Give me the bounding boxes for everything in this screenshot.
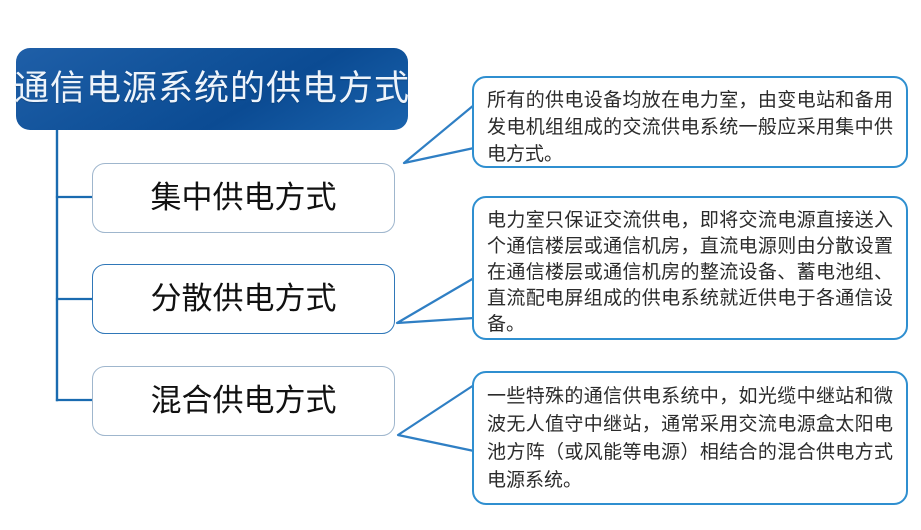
callout-text: 电力室只保证交流供电，即将交流电源直接送入个通信楼层或通信机房，直流电源则由分散… — [487, 209, 893, 335]
root-node[interactable]: 通信电源系统的供电方式 — [14, 48, 411, 130]
branch-node-label: 混合供电方式 — [150, 382, 337, 419]
branch-node-hybrid[interactable]: 混合供电方式 — [92, 366, 395, 436]
branch-node-label: 分散供电方式 — [150, 280, 337, 317]
branch-node-centralized[interactable]: 集中供电方式 — [92, 163, 395, 233]
callout-distributed: 电力室只保证交流供电，即将交流电源直接送入个通信楼层或通信机房，直流电源则由分散… — [472, 196, 908, 340]
callout-tail-2 — [395, 276, 476, 325]
callout-tail-3 — [396, 383, 476, 453]
callout-centralized: 所有的供电设备均放在电力室，由变电站和备用发电机组组成的交流供电系统一般应采用集… — [472, 76, 908, 168]
branch-node-label: 集中供电方式 — [150, 179, 337, 216]
callout-text: 所有的供电设备均放在电力室，由变电站和备用发电机组组成的交流供电系统一般应采用集… — [487, 89, 893, 165]
root-node-label: 通信电源系统的供电方式 — [14, 68, 411, 109]
callout-hybrid: 一些特殊的通信供电系统中，如光缆中继站和微波无人值守中继站，通常采用交流电源盒太… — [472, 371, 908, 505]
callout-text: 一些特殊的通信供电系统中，如光缆中继站和微波无人值守中继站，通常采用交流电源盒太… — [487, 385, 893, 491]
branch-node-distributed[interactable]: 分散供电方式 — [92, 264, 395, 334]
callout-tail-1 — [402, 103, 476, 165]
